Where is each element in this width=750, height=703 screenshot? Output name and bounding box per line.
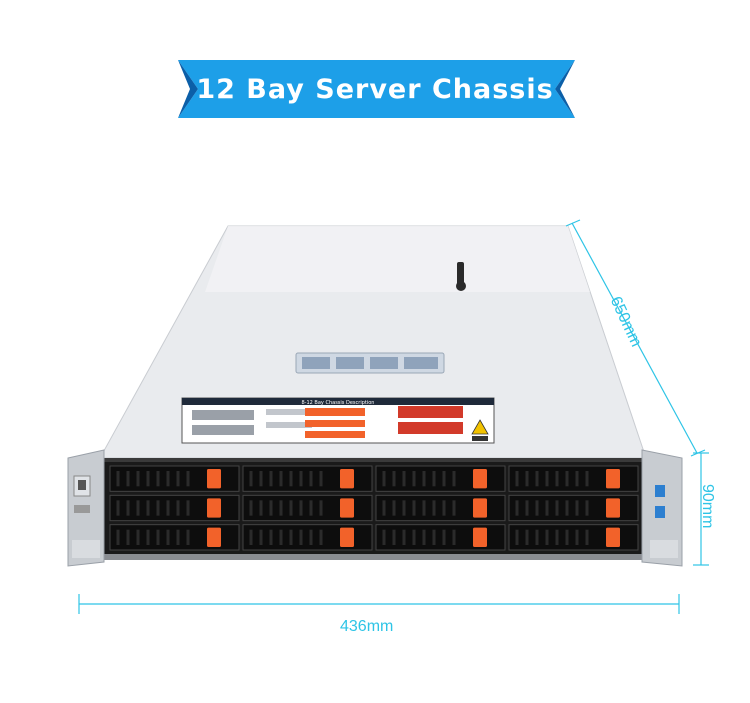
drive-latch [340,498,354,518]
drive-latch [340,469,354,489]
drive-latch [473,527,487,547]
drive-latch [207,527,221,547]
drive-latch [207,498,221,518]
drive-latch [207,469,221,489]
left-rack-ear [67,449,105,567]
title-ribbon [178,60,575,118]
drive-latch [606,498,620,518]
width-dimension-label: 436mm [340,618,394,635]
usb-port-icon [655,506,665,518]
label-title: 8-12 Bay Chassis Description [302,400,375,406]
drive-latch [473,498,487,518]
banner-title: 12 Bay Server Chassis [196,73,554,105]
drive-latch [340,527,354,547]
drive-latch [606,527,620,547]
lid-latch [456,262,466,291]
drive-latch [473,469,487,489]
height-dimension-label: 90mm [699,484,716,529]
dimension-lines [78,219,709,614]
chassis-description-label: 8-12 Bay Chassis Description [181,397,495,444]
right-rack-ear [641,449,683,567]
top-sticker [295,352,445,374]
usb-port-icon [655,485,665,497]
drive-latch [606,469,620,489]
drive-bays [109,465,639,551]
